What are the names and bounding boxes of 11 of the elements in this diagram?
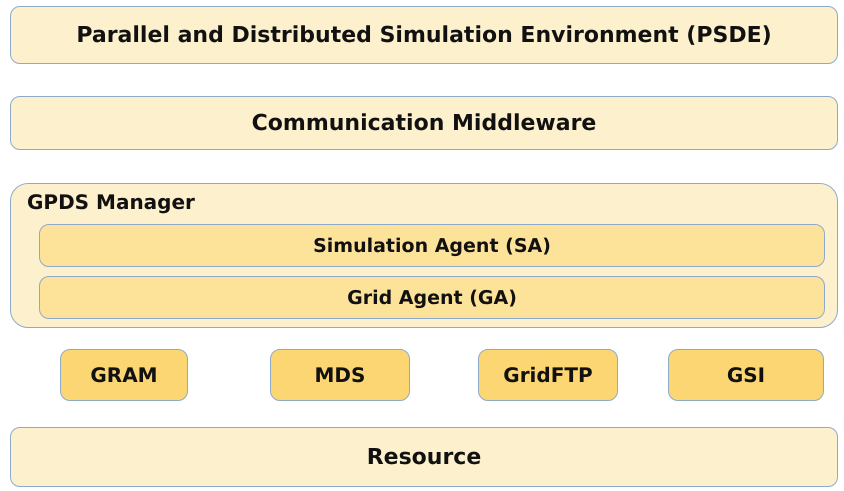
layer-panel (10, 183, 838, 328)
service-box: GridFTP (478, 349, 618, 401)
layer-title: GPDS Manager (27, 190, 195, 214)
layer-band: Resource (10, 427, 838, 487)
agent-bar: Grid Agent (GA) (39, 276, 825, 319)
service-box: GSI (668, 349, 824, 401)
agent-bar: Simulation Agent (SA) (39, 224, 825, 267)
layer-band: Communication Middleware (10, 96, 838, 150)
service-box: MDS (270, 349, 410, 401)
layer-band: Parallel and Distributed Simulation Environment (PSDE) (10, 6, 838, 64)
service-box: GRAM (60, 349, 188, 401)
